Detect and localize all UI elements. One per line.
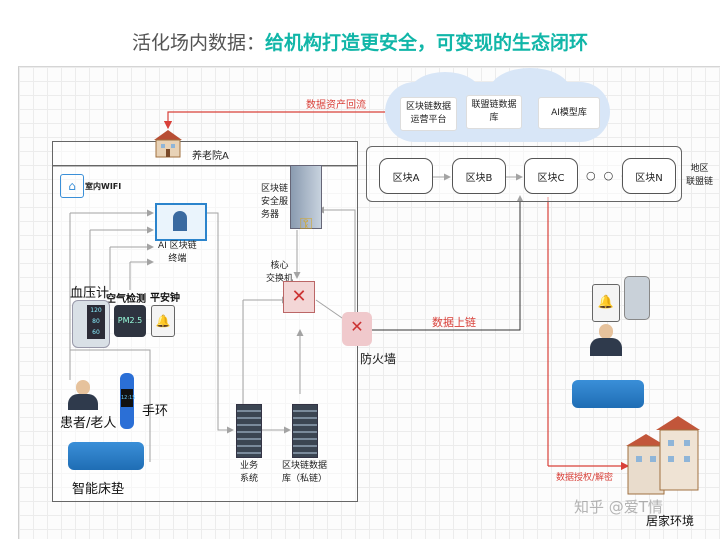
indoor-wifi-label: 室内WIFI <box>85 182 122 191</box>
building-icon <box>152 128 184 158</box>
bc-db-label: 区块链数据 库（私链） <box>282 461 328 484</box>
business-system-label: 业务 系统 <box>240 461 259 484</box>
wristband-label: 手环 <box>142 404 169 419</box>
title-prefix: 活化场内数据： <box>131 32 265 54</box>
block-n: 区块N <box>622 158 676 194</box>
title-highlight: 给机构打造更安全，可变现的生态闭环 <box>265 32 589 54</box>
cloud-item-ai-model: AI模型库 <box>538 97 600 129</box>
air-monitor-label: 空气检测 <box>106 294 146 305</box>
wristband-icon: 12:15 <box>120 373 135 429</box>
mattress-icon <box>68 442 144 470</box>
watermark: 知乎 @爱T情 <box>574 498 663 516</box>
data-auth-label: 数据授权/解密 <box>556 473 614 483</box>
ai-terminal-icon <box>155 203 207 241</box>
home-phone-icon <box>624 276 650 320</box>
upload-line <box>372 195 524 331</box>
ellipsis-dots: ○○○ <box>586 169 639 182</box>
data-upload-label: 数据上链 <box>432 316 476 329</box>
bc-server-icon <box>290 165 322 229</box>
home-person-avatar <box>590 324 622 356</box>
region-chain-label: 地区 联盟链 <box>686 164 714 187</box>
cloud-item-alliance-db: 联盟链数据 库 <box>466 95 522 129</box>
houses-icon <box>626 410 702 496</box>
bc-db-icon <box>292 404 318 458</box>
ai-terminal-label: AI 区块链 终端 <box>158 241 197 264</box>
patient-avatar <box>68 380 98 410</box>
pm25-text: PM2.5 <box>117 316 143 325</box>
wifi-icon: ⌂ <box>60 174 84 198</box>
safety-bell-label: 平安钟 <box>150 293 180 304</box>
firewall-label: 防火墙 <box>360 352 397 366</box>
bp-display: 120 80 60 <box>87 305 105 339</box>
patient-label: 患者/老人 <box>60 416 117 431</box>
bp-monitor-icon: 120 80 60 <box>72 300 110 348</box>
key-icon: ⚿ <box>300 214 313 233</box>
smart-mattress-label: 智能床垫 <box>72 482 125 497</box>
air-monitor-icon: PM2.5 <box>114 305 146 337</box>
switch-icon: ✕ <box>283 281 315 313</box>
page-title: 活化场内数据：给机构打造更安全，可变现的生态闭环 <box>0 28 720 55</box>
block-a: 区块A <box>379 158 433 194</box>
safety-bell-icon: 🔔 <box>151 305 175 337</box>
home-mattress-icon <box>572 380 644 408</box>
bc-server-label: 区块链 安全服 务器 <box>261 184 289 220</box>
home-bell-icon: 🔔 <box>592 284 620 322</box>
asset-return-label: 数据资产回流 <box>306 100 366 111</box>
core-switch-label: 核心 交换机 <box>266 261 294 284</box>
block-c: 区块C <box>524 158 578 194</box>
nursing-home-label: 养老院A <box>192 151 229 162</box>
home-env-label: 居家环境 <box>646 514 695 528</box>
blood-pressure-label: 血压计 <box>70 286 110 301</box>
business-server-icon <box>236 404 262 458</box>
band-display: 12:15 <box>121 389 135 407</box>
firewall-icon: ✕ <box>342 312 372 346</box>
block-b: 区块B <box>452 158 506 194</box>
asset-return-arrow <box>163 111 395 130</box>
cloud-item-bc-platform: 区块链数据 运营平台 <box>400 97 457 131</box>
